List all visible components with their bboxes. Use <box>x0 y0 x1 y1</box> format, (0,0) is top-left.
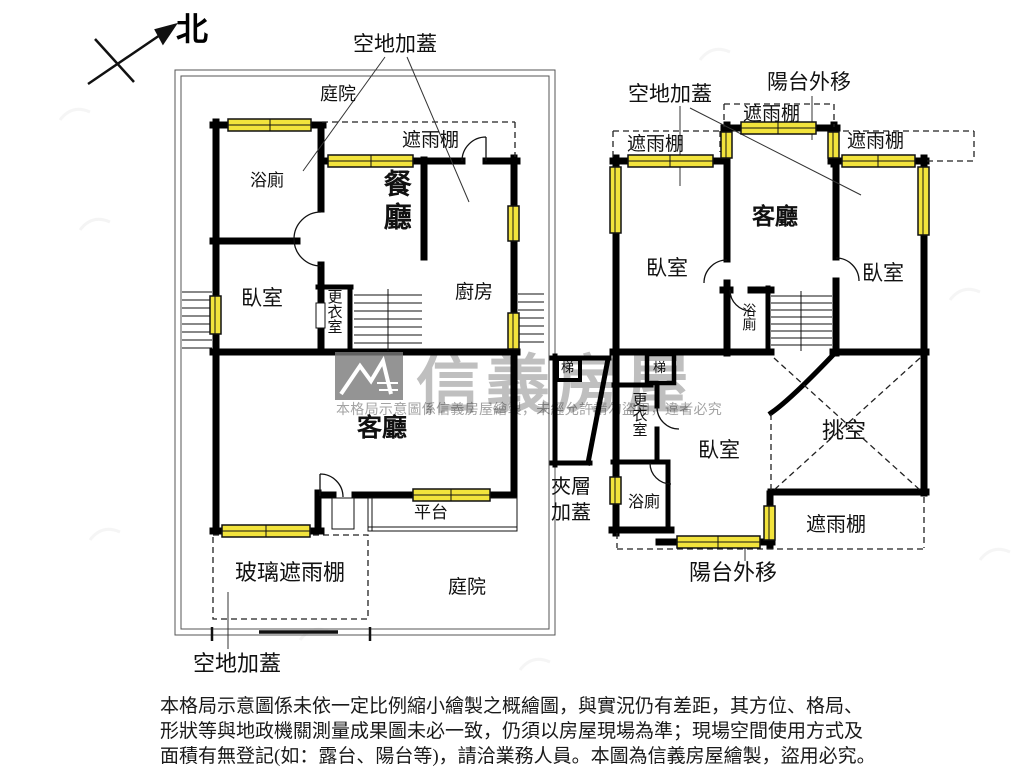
label-right-rain-canopy-right: 遮雨棚 <box>847 131 905 152</box>
label-right-living-room: 客廳 <box>752 204 798 229</box>
label-left-open-addition-bottom: 空地加蓋 <box>193 651 282 676</box>
gate-marks <box>210 627 372 641</box>
disclaimer-text: 本格局示意圖係未依一定比例縮小繪製之概繪圖，與實況仍有差距，其方位、格局、 形狀… <box>160 694 880 768</box>
disclaimer-line-1: 本格局示意圖係未依一定比例縮小繪製之概繪圖，與實況仍有差距，其方位、格局、 <box>160 696 864 717</box>
label-left-bathroom: 浴廁 <box>250 171 284 190</box>
label-right-void: 挑空 <box>822 418 867 443</box>
label-left-rain-canopy: 遮雨棚 <box>402 130 460 151</box>
label-right-bedroom-right: 臥室 <box>862 261 904 285</box>
void-cross <box>770 357 921 491</box>
label-left-bedroom: 臥室 <box>241 286 283 310</box>
label-right-bedroom-left: 臥室 <box>646 256 688 280</box>
closet-slide-door <box>315 302 326 329</box>
label-right-bedroom-lower: 臥室 <box>698 438 740 462</box>
disclaimer-line-2: 形狀等與地政機關測量成果圖未必一致，仍須以房屋現場為準；現場空間使用方式及 <box>160 721 864 742</box>
watermark-brand: 信義房屋 <box>416 350 696 421</box>
right-plan-dashed <box>612 103 975 550</box>
label-left-platform: 平台 <box>414 503 448 522</box>
label-left-dining-room: 餐廳 <box>379 169 411 235</box>
label-left-open-addition-top: 空地加蓋 <box>353 32 437 56</box>
disclaimer-line-3: 面積有無登記(如：露台、陽台等)，請洽業務人員。本圖為信義房屋繪製，盜用必究。 <box>160 746 876 767</box>
label-right-walk-in-closet: 更衣室 <box>630 392 647 437</box>
label-left-walk-in-closet: 更衣室 <box>325 289 342 334</box>
right-plan-partition-walls <box>610 285 837 533</box>
north-arrow-icon <box>87 22 178 86</box>
right-plan-door-arcs <box>649 257 860 485</box>
leader-lines <box>227 56 862 649</box>
watermark-notice: 本格局示意圖係信義房屋繪製，未經允許請勿盜用，違者必究 <box>336 403 723 418</box>
label-right-rain-canopy-bottom: 遮雨棚 <box>806 514 866 536</box>
north-label: 北 <box>176 11 209 47</box>
label-right-rain-canopy-center: 遮雨棚 <box>743 104 801 125</box>
label-right-bathroom-upper: 浴廁 <box>740 303 756 331</box>
left-plan-partition-walls <box>315 284 354 355</box>
background-watermark-pattern <box>58 47 1011 671</box>
left-plan-stairs <box>182 289 544 351</box>
label-right-rain-canopy-left: 遮雨棚 <box>627 134 685 155</box>
label-right-open-addition: 空地加蓋 <box>628 82 712 106</box>
label-left-courtyard-bottom: 庭院 <box>448 577 487 598</box>
label-left-living-room: 客廳 <box>357 415 408 442</box>
lot-boundary <box>174 69 556 636</box>
label-mezzanine-addition: 夾層加蓋 <box>551 476 591 524</box>
sinyi-logo-icon <box>335 352 403 400</box>
label-left-kitchen: 廚房 <box>455 282 494 303</box>
label-mezzanine-stair: 梯 <box>561 360 575 375</box>
left-plan-dashed <box>212 121 516 620</box>
label-right-balcony-extension-bottom: 陽台外移 <box>689 560 778 585</box>
label-right-balcony-extension-top: 陽台外移 <box>767 70 851 94</box>
label-left-glass-rain-canopy: 玻璃遮雨棚 <box>235 560 346 585</box>
left-plan-door-arcs <box>293 136 487 498</box>
window-mullions <box>214 119 924 548</box>
label-right-bathroom-lower: 浴廁 <box>628 494 661 511</box>
mezzanine-structure <box>549 353 612 468</box>
right-plan-stairs <box>771 291 832 351</box>
label-left-courtyard-top: 庭院 <box>320 84 356 104</box>
label-right-stair: 梯 <box>653 360 667 375</box>
